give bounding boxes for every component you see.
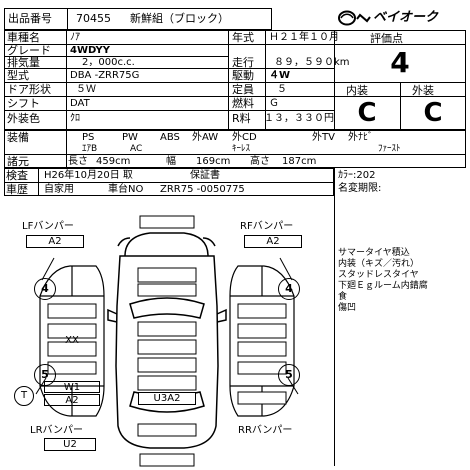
type-value: DBA -ZRR75G xyxy=(70,70,140,81)
price-label: R料 xyxy=(232,112,251,125)
grade-label: グレード xyxy=(7,44,51,57)
year-value: Ｈ２１年１０月 xyxy=(269,32,339,43)
exterior-grade: C xyxy=(423,98,443,128)
height-value: 187cm xyxy=(282,156,317,167)
left-mid-panel-mark: XX xyxy=(65,335,79,346)
equip-ac: AC xyxy=(130,144,143,154)
equip-airbag: ｴｱB xyxy=(82,144,98,154)
chassis-label: 車台NO xyxy=(108,184,144,195)
exhibit-number-box xyxy=(4,8,272,30)
color-code: ｶﾗｰ:202 xyxy=(338,170,376,181)
capacity-value: ５ xyxy=(277,84,287,95)
shift-label: シフト xyxy=(7,97,40,110)
lr-bumper-label: LRバンパー xyxy=(30,425,84,436)
rear-center-mark: U3A2 xyxy=(138,392,196,405)
dimensions-label: 諸元 xyxy=(7,155,29,168)
equip-navi: 外ﾅﾋﾞ xyxy=(348,132,373,143)
color-value: ｸﾛ xyxy=(70,113,80,124)
note-line-5: 食 xyxy=(338,292,348,302)
lf-bumper-label: LFバンパー xyxy=(22,221,74,232)
right-rear-tire-circle: 5 xyxy=(278,364,300,386)
interior-label: 内装 xyxy=(346,84,368,97)
note-line-6: 傷凹 xyxy=(338,303,357,313)
registration-label: 車歴 xyxy=(6,183,28,196)
equip-first: ﾌｧｰｽﾄ xyxy=(378,144,401,154)
width-value: 169cm xyxy=(196,156,231,167)
price-value: １３，３３０円 xyxy=(264,113,334,124)
drive-value: ４W xyxy=(269,70,291,81)
length-label: 長さ xyxy=(68,156,88,167)
left-rear-mark-2: A2 xyxy=(44,394,100,406)
lf-bumper-mark: A2 xyxy=(26,235,84,248)
registration-value: 自家用 xyxy=(44,184,74,195)
color-label: 外装色 xyxy=(7,112,40,125)
lr-bumper-mark: U2 xyxy=(44,438,96,451)
rr-bumper-label: RRバンパー xyxy=(238,425,293,436)
capacity-label: 定員 xyxy=(232,83,254,96)
name-change-deadline: 名変期限: xyxy=(338,183,382,194)
spec-grid xyxy=(4,30,466,130)
equip-pw: PW xyxy=(122,132,138,143)
year-label: 年式 xyxy=(232,31,254,44)
inspection-label: 検査 xyxy=(6,169,28,182)
equip-keyless: ｷｰﾚｽ xyxy=(232,144,251,154)
model-value: ﾉｱ xyxy=(70,32,80,43)
note-line-1: サマータイヤ積込 xyxy=(338,248,410,258)
displacement-value: 2，000c.c. xyxy=(82,57,135,68)
equip-tv: 外TV xyxy=(312,132,335,143)
length-value: 459cm xyxy=(96,156,131,167)
left-front-tire-circle: 4 xyxy=(34,278,56,300)
shift-value: DAT xyxy=(70,98,90,109)
mileage-label: 走行 xyxy=(232,56,254,69)
fuel-label: 燃料 xyxy=(232,97,254,110)
interior-grade: C xyxy=(357,98,377,128)
note-line-2: 内装（キズ／汚れ） xyxy=(338,259,420,269)
fuel-value: Ｇ xyxy=(269,98,279,109)
exhibit-number: 70455 xyxy=(76,12,111,25)
grade-value: 4WDYY xyxy=(70,45,111,56)
score-title: 評価点 xyxy=(370,32,403,45)
equip-abs: ABS xyxy=(160,132,180,143)
rf-bumper-label: RFバンパー xyxy=(240,221,294,232)
doors-label: ドア形状 xyxy=(7,83,51,96)
left-rear-tire-circle: 5 xyxy=(34,364,56,386)
note-line-4: 下廻Ｅｇルーム内錆腐 xyxy=(338,281,428,291)
left-rear-mark-1: W1 xyxy=(44,381,100,393)
type-label: 型式 xyxy=(7,69,29,82)
mileage-value: ８９，５９０km xyxy=(274,57,350,68)
equip-cd: 外CD xyxy=(232,132,257,143)
equip-aw: 外AW xyxy=(192,132,219,143)
section-name: 新鮮組（ブロック） xyxy=(130,12,229,25)
rf-bumper-mark: A2 xyxy=(244,235,302,248)
displacement-label: 排気量 xyxy=(7,56,40,69)
bayauc-logo: ベイオーク xyxy=(337,8,467,28)
drive-label: 駆動 xyxy=(232,69,254,82)
height-label: 高さ xyxy=(250,156,270,167)
right-front-tire-circle: 4 xyxy=(278,278,300,300)
width-label: 幅 xyxy=(166,156,176,167)
doors-value: ５Ｗ xyxy=(76,84,96,95)
warranty-label: 保証書 xyxy=(190,170,220,181)
logo-icon xyxy=(338,10,371,26)
model-label: 車種名 xyxy=(7,31,40,44)
t-mark-circle: T xyxy=(14,386,34,406)
equipment-block xyxy=(4,130,466,168)
car-outline-icon xyxy=(35,215,299,467)
chassis-value: ZRR75 -0050775 xyxy=(160,184,245,195)
equip-ps: PS xyxy=(82,132,95,143)
exterior-label: 外装 xyxy=(412,84,434,97)
note-line-3: スタッドレスタイヤ xyxy=(338,270,419,280)
car-diagram: LFバンパー RFバンパー LRバンパー RRバンパー A2 A2 U2 XX … xyxy=(0,196,334,470)
inspection-value: H26年10月20日 取 xyxy=(44,170,133,181)
right-panel-divider xyxy=(334,168,335,466)
exhibit-number-label: 出品番号 xyxy=(8,12,52,25)
equipment-label: 装備 xyxy=(7,131,29,144)
score-value: 4 xyxy=(390,46,410,79)
logo-text: ベイオーク xyxy=(373,10,439,25)
